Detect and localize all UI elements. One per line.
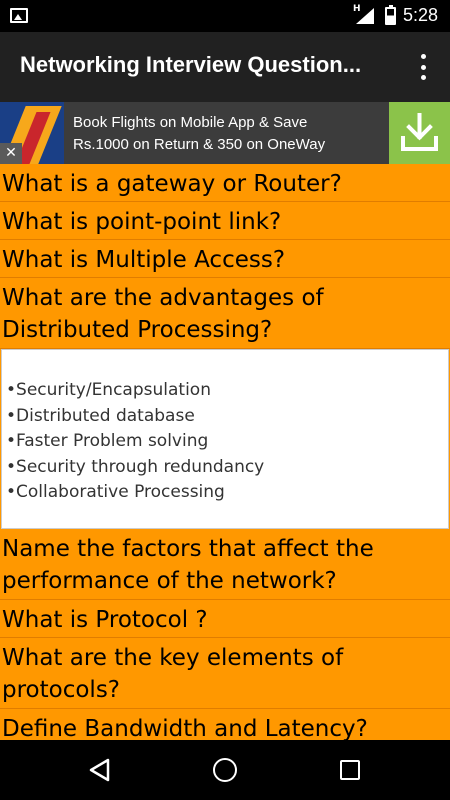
home-icon[interactable]: [213, 758, 237, 782]
question-item[interactable]: What is Multiple Access?: [0, 240, 450, 278]
question-item[interactable]: Name the factors that affect the perform…: [0, 529, 450, 600]
network-type-label: H: [353, 4, 361, 14]
ad-close-button[interactable]: ✕: [0, 143, 22, 164]
app-title: Networking Interview Question...: [20, 52, 362, 77]
image-notification-icon: [10, 8, 28, 23]
question-item-expanded[interactable]: What are the advantages of Distributed P…: [0, 278, 450, 349]
question-item[interactable]: What is point-point link?: [0, 202, 450, 240]
clock: 5:28: [402, 5, 438, 25]
download-button[interactable]: [389, 102, 450, 164]
answer-panel: •Security/Encapsulation •Distributed dat…: [1, 349, 449, 529]
back-icon[interactable]: [88, 758, 110, 782]
answer-line: •Distributed database: [6, 405, 195, 426]
question-item[interactable]: Define Bandwidth and Latency?: [0, 709, 450, 740]
question-item[interactable]: What are the key elements of protocols?: [0, 638, 450, 709]
app-bar: Networking Interview Question...: [0, 32, 450, 102]
battery-icon: [385, 5, 396, 25]
answer-line: •Security through redundancy: [6, 456, 265, 477]
question-list: What is a gateway or Router? What is poi…: [0, 164, 450, 740]
ad-line-2: Rs.1000 on Return & 350 on OneWay: [73, 136, 326, 153]
ad-banner[interactable]: Book Flights on Mobile App & Save Rs.100…: [0, 102, 450, 164]
answer-line: •Security/Encapsulation: [6, 380, 211, 400]
navigation-bar: [0, 740, 450, 800]
download-icon: [401, 113, 438, 151]
status-bar: H 5:28: [0, 0, 450, 32]
question-item[interactable]: What is Protocol ?: [0, 600, 450, 638]
question-item[interactable]: What is a gateway or Router?: [0, 164, 450, 202]
answer-line: •Collaborative Processing: [6, 482, 225, 502]
signal-icon: [356, 8, 374, 24]
ad-text[interactable]: Book Flights on Mobile App & Save Rs.100…: [64, 102, 389, 164]
overflow-menu-icon[interactable]: [418, 54, 428, 80]
recents-icon[interactable]: [340, 760, 360, 780]
answer-line: •Faster Problem solving: [6, 431, 209, 451]
ad-line-1: Book Flights on Mobile App & Save: [73, 114, 308, 131]
